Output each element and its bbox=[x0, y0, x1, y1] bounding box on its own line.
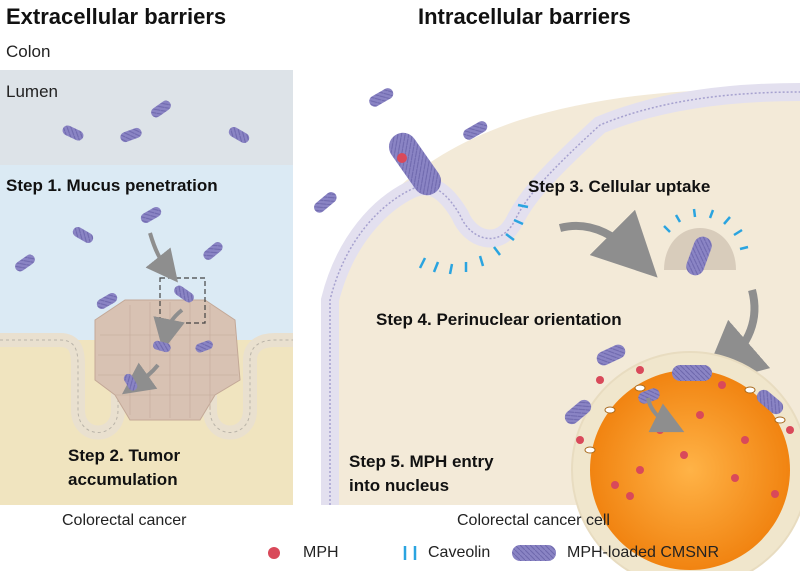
label-step-3: Step 3. Cellular uptake bbox=[528, 177, 711, 196]
label-step-2: Step 2. Tumor accumulation bbox=[68, 446, 181, 489]
nanorod-icon bbox=[15, 254, 35, 272]
nanorod-icon bbox=[120, 127, 142, 143]
nanorod-icon bbox=[638, 388, 660, 404]
nanorods-left bbox=[15, 100, 250, 391]
nanorod-icon bbox=[564, 399, 592, 425]
nanorod-icon bbox=[463, 121, 488, 140]
nanorod-icon bbox=[72, 227, 94, 243]
arrow-mucus bbox=[145, 232, 178, 283]
nanorod-icon bbox=[756, 389, 784, 415]
caption-colorectal-cancer: Colorectal cancer bbox=[62, 512, 187, 529]
nanorod-icon bbox=[369, 88, 394, 107]
nanorod-icon bbox=[203, 242, 223, 260]
nucleus bbox=[590, 370, 790, 570]
legend-label-cmsnr: MPH-loaded CMSNR bbox=[567, 544, 720, 561]
header-extracellular: Extracellular barriers bbox=[6, 4, 227, 29]
nanorod-icon bbox=[596, 344, 626, 366]
nanorod-icon bbox=[314, 192, 337, 213]
arrow-tumor-2 bbox=[121, 362, 160, 395]
label-step-5: Step 5. MPH entry into nucleus bbox=[349, 452, 494, 495]
label-lumen: Lumen bbox=[6, 82, 58, 101]
nanorod-icon bbox=[686, 236, 712, 276]
membrane-outline bbox=[0, 329, 293, 433]
nanorod-icon bbox=[140, 207, 162, 223]
caption-colorectal-cancer-cell: Colorectal cancer cell bbox=[457, 512, 610, 529]
label-colon: Colon bbox=[6, 42, 51, 61]
membrane-lipids bbox=[329, 91, 800, 505]
nanorod-icon bbox=[512, 545, 556, 561]
nanorod-icon bbox=[96, 293, 118, 309]
lumen-region bbox=[0, 70, 293, 165]
mph-dot-icon bbox=[268, 547, 280, 559]
nanorod-icon bbox=[123, 373, 138, 391]
nanorod-icon bbox=[195, 340, 213, 353]
header-intracellular: Intracellular barriers bbox=[418, 4, 631, 29]
legend-label-mph: MPH bbox=[303, 544, 339, 561]
arrow-nuclear-entry bbox=[646, 397, 685, 433]
label-step-4: Step 4. Perinuclear orientation bbox=[376, 310, 622, 329]
nanorod-icon bbox=[672, 365, 712, 381]
mph-dot-icon bbox=[397, 153, 407, 163]
caveolin-coat bbox=[663, 208, 749, 251]
nanorod-icon bbox=[174, 285, 194, 303]
label-step-1: Step 1. Mucus penetration bbox=[6, 176, 218, 195]
arrow-uptake bbox=[558, 209, 658, 278]
arrow-tumor-1 bbox=[153, 308, 185, 351]
caveolin-icon bbox=[403, 546, 417, 560]
mph-dots bbox=[576, 366, 794, 500]
nanorod-icon bbox=[151, 100, 171, 118]
legend-label-caveolin: Caveolin bbox=[428, 544, 491, 561]
caveolin-cluster bbox=[418, 203, 529, 275]
nanorod-icon bbox=[228, 127, 250, 143]
nanorod-icon bbox=[153, 340, 171, 353]
nanorod-icon bbox=[62, 125, 84, 141]
nanorod-entering bbox=[388, 132, 442, 196]
